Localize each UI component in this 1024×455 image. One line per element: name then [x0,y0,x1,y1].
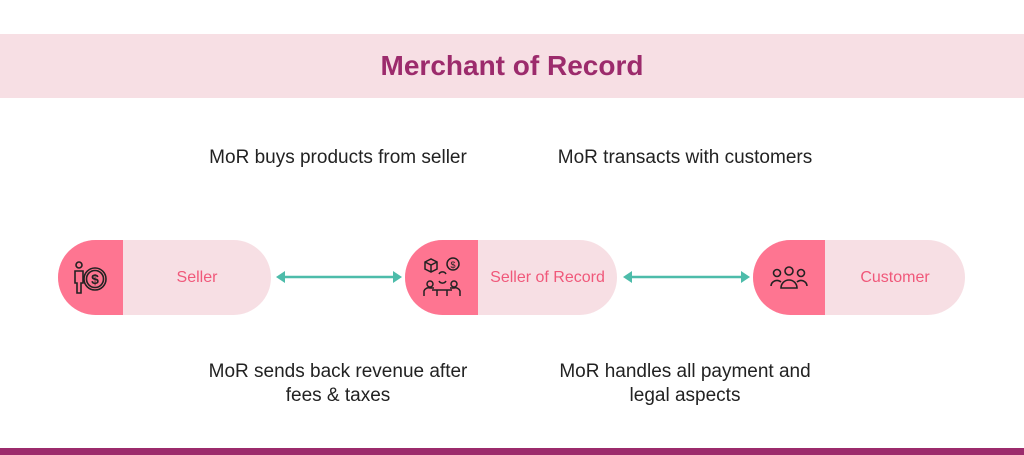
node-seller: $ Seller [58,240,271,315]
exchange-meeting-icon: $ [405,240,478,315]
page-title: Merchant of Record [380,50,644,81]
node-seller-of-record: $ Seller of Record [405,240,617,315]
svg-text:$: $ [450,260,455,270]
header-band: Merchant of Record [0,34,1024,98]
node-customer: Customer [753,240,965,315]
svg-text:$: $ [91,271,99,287]
caption-handles: MoR handles all payment and legal aspect… [559,361,811,406]
double-arrow-mor-customer [623,271,750,283]
group-icon [753,240,825,315]
bottom-bar [0,448,1024,455]
person-dollar-icon: $ [58,240,123,315]
double-arrow-seller-mor [276,271,402,283]
node-label: Seller of Record [490,268,605,286]
caption-transacts: MoR transacts with customers [557,147,813,168]
node-label: Customer [860,268,930,286]
caption-buys: MoR buys products from seller [209,147,467,168]
node-label: Seller [176,268,218,286]
caption-sends-back: MoR sends back revenue after fees & taxe… [208,361,468,406]
